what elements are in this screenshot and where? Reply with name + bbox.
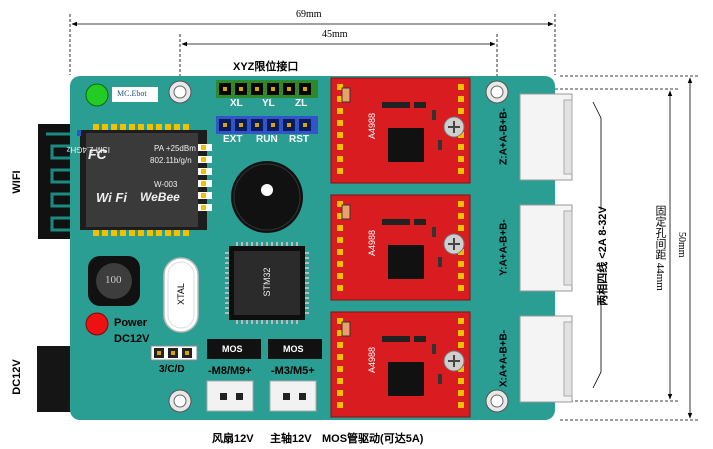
status-led-green [85,83,109,107]
wifi-spec-1: ISM 2.4GHz [66,145,110,154]
mos-chip-2 [268,339,322,359]
spindle-connector-label: -M3/M5+ [271,365,315,377]
motor-spec-label: 两相四线 <2A 8-32V [597,206,609,306]
motor-port-x: X:A+A-B+B- [498,329,510,388]
dim-hole-spacing: 固定孔间距 44mm [654,205,666,291]
wifi-pads [93,124,189,236]
dim-width-holes: 45mm [322,29,348,40]
inductor-label: 100 [105,274,122,286]
mos-label-1: MOS [222,344,243,354]
mcu-label: STM32 [262,267,272,297]
mos-label-2: MOS [283,344,304,354]
wifi-logo: Wi Fi [96,190,127,205]
wifi-side-label: WIFI [11,170,23,194]
wifi-spec-2: PA +25dBm [154,144,196,153]
wifi-fc-mark: FC [88,146,107,162]
logo-text: MC.Ebot [117,89,147,98]
inductor [88,256,140,306]
aux-header-label: 3/C/D [159,364,185,375]
spindle-connector-body [269,380,317,412]
wifi-brand: WeBee [140,190,180,204]
driver-y [330,194,471,301]
wifi-module [80,130,207,230]
control-pin-run: RUN [256,134,278,145]
motor-connector-z [519,93,573,181]
fan-connector-label: -M8/M9+ [208,365,252,377]
motor-port-z: Z:A+A-B+B- [498,108,510,165]
control-header [216,116,318,134]
power-label: Power [114,317,148,329]
limit-pin-xl: XL [230,98,243,109]
stm32-chip [225,242,309,324]
driver-x [330,311,471,418]
crystal-label: XTAL [176,283,186,305]
bottom-note-spindle: 主轴12V [270,433,312,445]
control-pin-ext: EXT [223,134,243,145]
control-pin-rst: RST [289,134,309,145]
buzzer [231,161,303,233]
limit-pin-zl: ZL [295,98,308,109]
blue-dot [77,130,81,136]
limit-ports-title: XYZ限位接口 [233,61,299,73]
limit-pin-yl: YL [262,98,275,109]
limit-header [216,80,318,98]
dim-width-total: 69mm [296,9,322,20]
motor-connector-y [519,204,573,292]
wifi-side-pins [198,144,212,211]
driver-y-label: A4988 [367,229,377,257]
mos-chip-1 [207,339,261,359]
crystal [163,257,199,333]
dc12v-side-label: DC12V [11,359,23,395]
wifi-spec-3: 802.11b/g/n [150,156,192,165]
dim-height-total: 50mm [676,232,687,258]
power-led-red [85,312,109,336]
wifi-model: W-003 [154,180,178,189]
driver-x-label: A4988 [367,346,377,374]
dimension-lines [69,14,700,421]
fan-connector-body [206,380,254,412]
aux-header [150,345,198,361]
motor-connector-x [519,315,573,403]
mounting-holes [168,80,509,413]
power-input-label: DC12V [114,333,150,345]
driver-z-label: A4988 [367,112,377,140]
motor-port-y: Y:A+A-B+B- [498,219,510,276]
bottom-note-fan: 风扇12V [212,433,254,445]
bottom-note-mos: MOS管驱动(可达5A) [322,433,424,445]
logo-box [112,87,158,102]
driver-z [330,77,471,184]
